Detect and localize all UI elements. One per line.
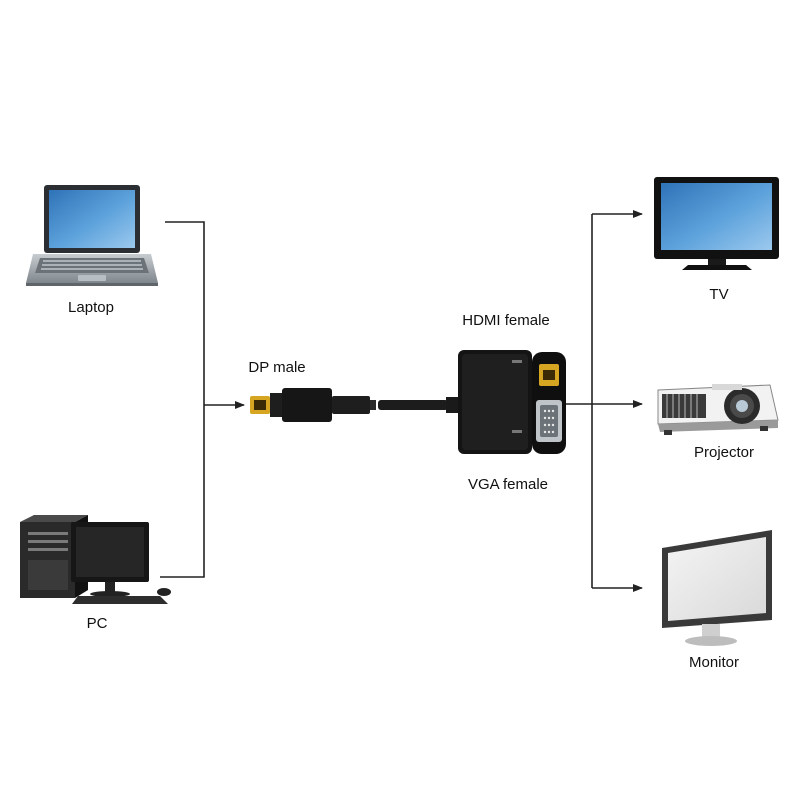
monitor-icon [662,530,772,646]
input-lines [160,221,245,578]
pc-line [160,405,205,578]
laptop-label: Laptop [68,299,114,316]
projector-label: Projector [693,444,755,461]
dp-cable [378,400,448,410]
laptop-icon [26,185,158,286]
pc-label: PC [86,615,108,632]
dp-male-label: DP male [248,359,306,376]
tv-icon [654,177,779,270]
vga-female-label: VGA female [467,476,549,493]
tv-label: TV [709,286,729,303]
output-lines [566,210,643,592]
laptop-line [165,221,205,405]
adapter-icon [446,350,566,454]
hdmi-female-label: HDMI female [462,312,550,329]
projector-icon [657,384,779,435]
pc-icon [20,515,171,604]
monitor-label: Monitor [688,654,740,671]
dp-plug-icon [250,388,376,422]
